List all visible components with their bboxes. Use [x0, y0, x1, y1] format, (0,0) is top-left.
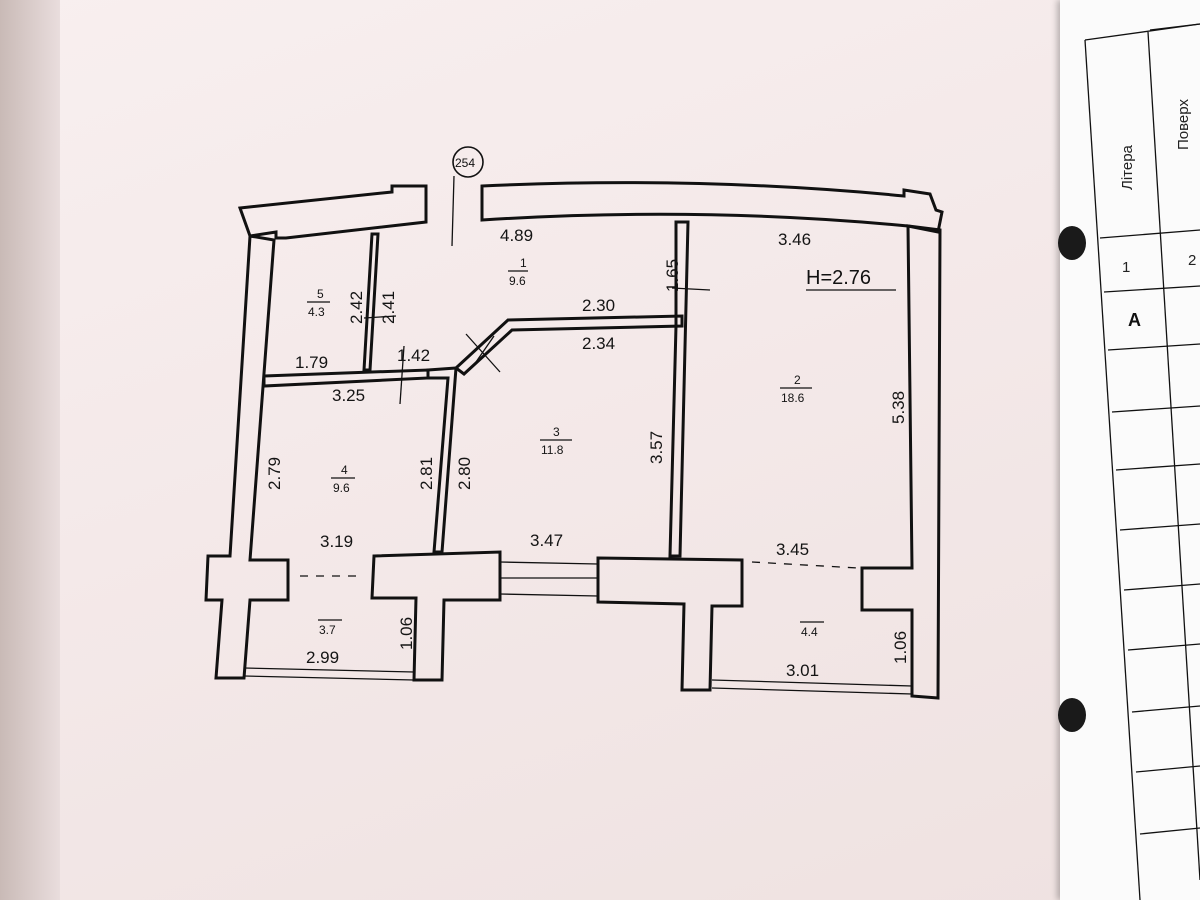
balcony-railing: [243, 667, 415, 673]
balcony-railing: [243, 675, 415, 681]
south-pier-right: [596, 556, 744, 692]
table-line: [1123, 583, 1200, 591]
partition-room2-left: [668, 220, 690, 558]
partition-room5-bottom: [262, 368, 430, 388]
floor-plan: 254 1 9.6 2 18.6 3 11.8 4 9.6 5 4.3 3.7 …: [204, 146, 944, 700]
side-sheet: Літера Поверх 1 2 А: [1060, 0, 1200, 900]
room-area: 11.8: [541, 443, 564, 457]
room-number: 5: [317, 287, 324, 301]
ceiling-height: H=2.76: [806, 267, 871, 289]
south-pier-middle: [370, 550, 502, 682]
table-line: [1127, 643, 1200, 651]
leader-line: [399, 345, 405, 405]
table-line: [1107, 343, 1200, 351]
balcony-railing: [711, 687, 913, 695]
table-line: [1103, 285, 1200, 293]
page-edge-shadow: [0, 0, 60, 900]
room-area: 9.6: [333, 481, 350, 495]
dim-1-06-left: 1.06: [397, 617, 416, 650]
dim-5-38: 5.38: [889, 391, 908, 424]
dim-3-19: 3.19: [320, 532, 353, 551]
window-line: [499, 561, 599, 565]
outer-wall-right: [860, 224, 942, 700]
dim-2-34: 2.34: [582, 334, 615, 353]
room-number: 2: [794, 373, 801, 387]
table-line: [1111, 405, 1200, 413]
room-area: 4.4: [801, 625, 818, 639]
side-table: Літера Поверх 1 2 А: [1084, 23, 1200, 900]
outer-wall-top-right: [480, 181, 944, 234]
binder-hole-top: [1058, 226, 1086, 260]
table-line: [1131, 705, 1200, 713]
dim-1-06-right: 1.06: [891, 631, 910, 664]
partition-room3-top: [453, 314, 684, 376]
dim-2-30: 2.30: [582, 296, 615, 315]
dim-2-79: 2.79: [265, 457, 284, 490]
door-swing: [475, 335, 495, 363]
room-5: 5 4.3: [307, 287, 330, 319]
cell-letter: А: [1128, 310, 1141, 330]
dim-2-41: 2.41: [379, 291, 398, 324]
outer-wall-left: [204, 234, 290, 680]
dim-3-46: 3.46: [778, 230, 811, 249]
window-line: [499, 593, 599, 597]
room-4: 4 9.6: [331, 463, 355, 495]
dim-2-42: 2.42: [347, 291, 366, 324]
dim-1-42: 1.42: [397, 346, 430, 365]
dim-3-01: 3.01: [786, 661, 819, 680]
room-1: 1 9.6: [508, 256, 528, 288]
partition-room5-right: [362, 232, 380, 372]
leader-line: [671, 287, 711, 291]
room-2: 2 18.6: [780, 373, 812, 405]
dim-1-79: 1.79: [295, 353, 328, 372]
dim-3-45: 3.45: [776, 540, 809, 559]
balcony-railing: [711, 679, 913, 687]
dim-3-57: 3.57: [647, 431, 666, 464]
dim-3-25: 3.25: [332, 386, 365, 405]
leader-line: [363, 315, 397, 319]
room-number: 4: [341, 463, 348, 477]
binder-hole-bottom: [1058, 698, 1086, 732]
table-line: [1135, 765, 1200, 773]
table-line: [1084, 39, 1141, 900]
table-line: [1119, 523, 1200, 531]
room-area: 4.3: [308, 305, 325, 319]
header-litera: Літера: [1119, 144, 1136, 190]
room-area: 3.7: [319, 623, 336, 637]
header-poverkh: Поверх: [1175, 99, 1192, 150]
cell-row-1: 1: [1122, 259, 1130, 276]
balcony-left: 3.7: [318, 619, 342, 637]
room-area: 9.6: [509, 274, 526, 288]
axis-marker-circle: [452, 146, 484, 178]
room-3: 3 11.8: [540, 425, 572, 457]
room-number: 3: [553, 425, 560, 439]
dim-4-89: 4.89: [500, 226, 533, 245]
dim-3-47: 3.47: [530, 531, 563, 550]
opening-dashed: [751, 561, 859, 569]
table-line: [1147, 31, 1200, 881]
table-line: [1115, 463, 1200, 471]
room-number: 1: [520, 256, 527, 270]
cell-row-2: 2: [1188, 252, 1196, 269]
paper-page: [0, 0, 1120, 900]
dim-2-99: 2.99: [306, 648, 339, 667]
table-line: [1099, 229, 1200, 239]
outer-wall-top-left: [237, 184, 428, 240]
room-area: 18.6: [781, 391, 805, 405]
axis-marker-label: 254: [455, 156, 475, 170]
dim-2-81: 2.81: [417, 457, 436, 490]
balcony-right: 4.4: [800, 621, 824, 639]
dim-1-65: 1.65: [663, 259, 682, 292]
table-line: [1139, 827, 1200, 835]
axis-leader: [451, 175, 455, 247]
dim-2-80: 2.80: [455, 457, 474, 490]
table-line: [1084, 23, 1200, 41]
